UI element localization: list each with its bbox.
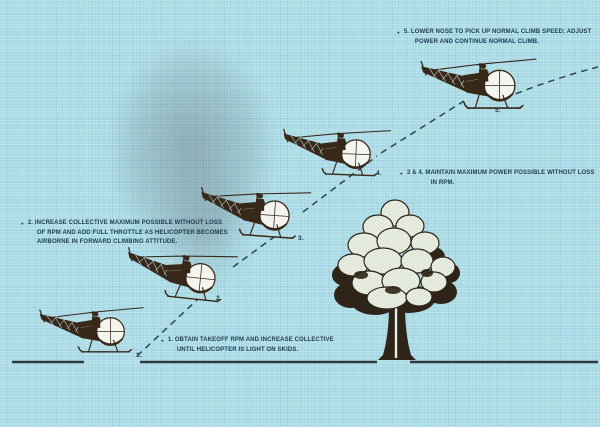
note-step1: ● 1. OBTAIN TAKEOFF RPM AND INCREASE COL…: [161, 336, 334, 355]
tree-foliage-accents: [354, 269, 433, 294]
climb-path-seg5: [504, 66, 599, 99]
climb-path-seg4: [380, 100, 465, 154]
note-line: 1. OBTAIN TAKEOFF RPM AND INCREASE COLLE…: [167, 337, 334, 343]
climb-path-seg2: [232, 236, 275, 268]
note-step5: ● 5. LOWER NOSE TO PICK UP NORMAL CLIMB …: [397, 28, 591, 47]
position-label-3: 3.: [298, 235, 304, 242]
note-step5-lines: 5. LOWER NOSE TO PICK UP NORMAL CLIMB SP…: [404, 28, 592, 47]
helicopter-4: [281, 125, 392, 178]
bullet-icon: ●: [161, 338, 164, 343]
note-line: 2. INCREASE COLLECTIVE MAXIMUM POSSIBLE …: [27, 220, 223, 226]
bullet-icon: ●: [21, 221, 24, 226]
note-step3-4-lines: 3 & 4. MAINTAIN MAXIMUM POWER POSSIBLE W…: [407, 169, 595, 188]
note-line: AIRBORNE IN FORWARD CLIMBING ATTITUDE.: [36, 239, 178, 245]
note-line: UNTIL HELICOPTER IS LIGHT ON SKIDS.: [176, 346, 299, 353]
note-line: OF RPM AND ADD FULL THROTTLE AS HELICOPT…: [36, 229, 228, 236]
note-step3-4: ● 3 & 4. MAINTAIN MAXIMUM POWER POSSIBLE…: [400, 169, 595, 188]
note-step2-lines: 2. INCREASE COLLECTIVE MAXIMUM POSSIBLE …: [28, 219, 228, 248]
note-line: POWER AND CONTINUE NORMAL CLIMB.: [414, 38, 540, 45]
note-step2: ● 2. INCREASE COLLECTIVE MAXIMUM POSSIBL…: [21, 219, 228, 248]
climb-path-seg1: [136, 298, 199, 357]
position-label-1: 1.: [136, 352, 142, 359]
climb-path: [136, 66, 599, 357]
helicopter-1: [38, 306, 145, 353]
helicopter-5: [420, 58, 538, 110]
tree-foliage: [337, 199, 456, 310]
note-line: IN RPM.: [430, 179, 455, 186]
position-label-2: 2.: [216, 295, 222, 302]
bullet-icon: ●: [400, 171, 403, 176]
climb-path-seg3: [302, 155, 378, 213]
position-label-4: 4.: [376, 170, 382, 177]
position-label-5: 5.: [495, 107, 501, 114]
tree: [332, 199, 460, 360]
note-line: 3 & 4. MAINTAIN MAXIMUM POWER POSSIBLE W…: [406, 170, 595, 176]
note-step1-lines: 1. OBTAIN TAKEOFF RPM AND INCREASE COLLE…: [168, 336, 334, 355]
bullet-icon: ●: [397, 30, 400, 35]
note-line: 5. LOWER NOSE TO PICK UP NORMAL CLIMB SP…: [403, 29, 592, 35]
